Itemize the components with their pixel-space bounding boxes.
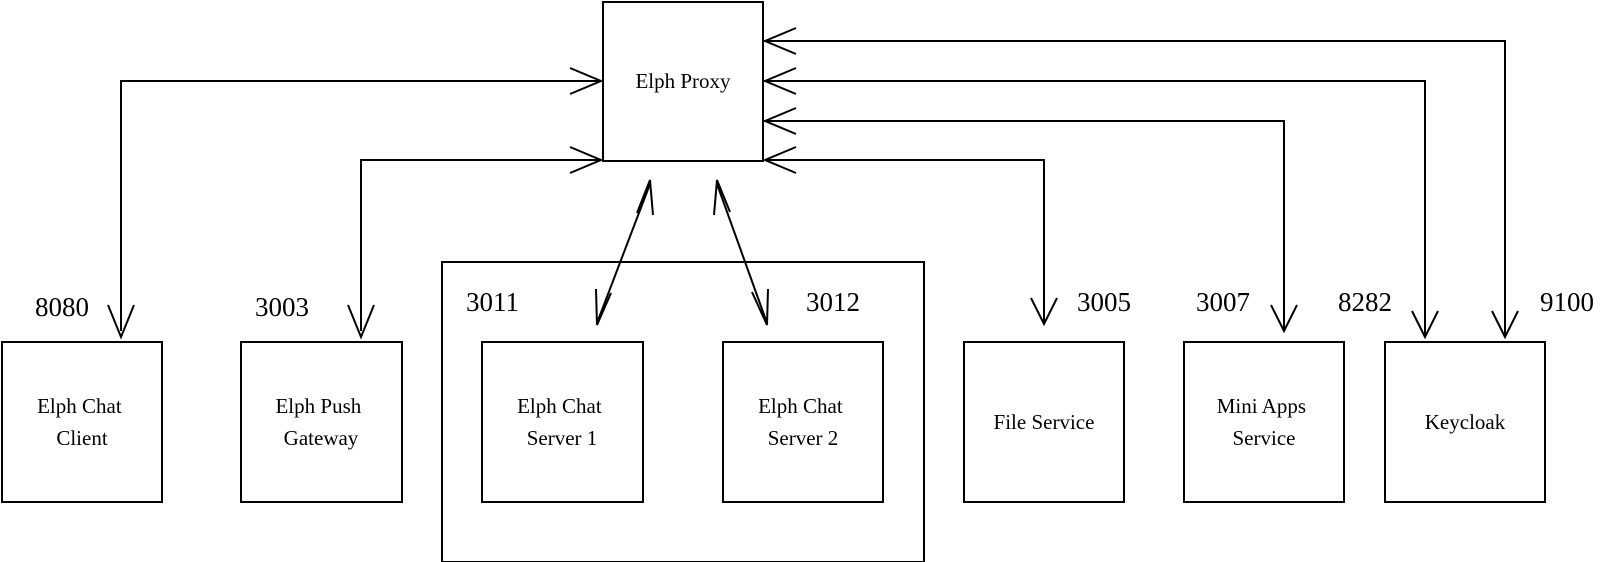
label-elph-chat-server-1: Elph Chat Server 1: [517, 394, 607, 450]
label-file-service: File Service: [994, 410, 1095, 434]
node-elph-chat-server-1: [481, 341, 644, 503]
node-elph-chat-server-2: [722, 341, 884, 503]
port-label-server2: 3012: [806, 287, 860, 317]
node-elph-push-gateway: [240, 341, 403, 503]
edge-keycloak-b-proxy: [762, 27, 1519, 340]
port-label-file: 3005: [1077, 287, 1131, 317]
port-label-keycloak-a: 8282: [1338, 287, 1392, 317]
label-elph-push-gateway: Elph Push Gateway: [275, 394, 366, 450]
label-elph-chat-server-2: Elph Chat Server 2: [758, 394, 848, 450]
label-elph-chat-client: Elph Chat Client: [37, 394, 127, 450]
edge-push-proxy: [347, 146, 604, 340]
port-label-keycloak-b: 9100: [1540, 287, 1594, 317]
port-label-server1: 3011: [466, 287, 519, 317]
edge-server1-proxy: [595, 179, 654, 326]
edge-client-proxy: [107, 67, 604, 340]
edge-keycloak-a-proxy: [762, 67, 1439, 340]
node-keycloak: [1384, 341, 1546, 503]
node-file-service: [963, 341, 1125, 503]
port-label-push: 3003: [255, 292, 309, 322]
port-label-client: 8080: [35, 292, 89, 322]
node-elph-chat-client: [1, 341, 163, 503]
node-elph-proxy: [602, 1, 764, 162]
label-mini-apps-service: Mini Apps Service: [1217, 394, 1312, 450]
edge-server2-proxy: [713, 179, 769, 326]
edge-file-proxy: [762, 146, 1058, 327]
port-label-miniapps: 3007: [1196, 287, 1250, 317]
label-elph-proxy: Elph Proxy: [635, 69, 731, 93]
label-keycloak: Keycloak: [1425, 410, 1506, 434]
node-mini-apps-service: [1183, 341, 1345, 503]
edge-miniapps-proxy: [762, 107, 1298, 334]
